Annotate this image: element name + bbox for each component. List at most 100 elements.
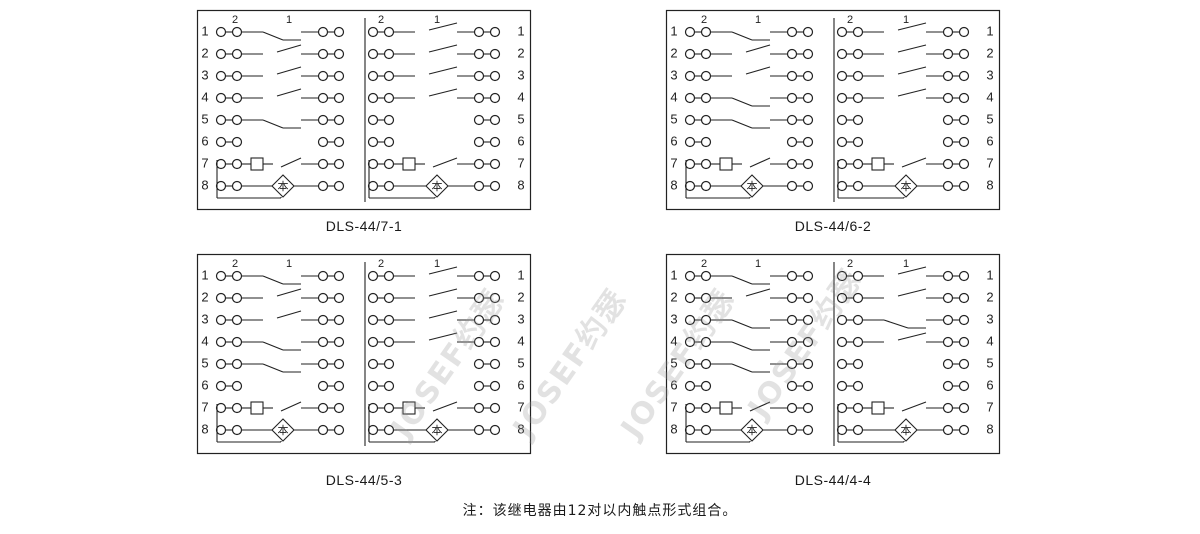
terminal-circle <box>942 358 954 370</box>
terminal-circle <box>684 358 696 370</box>
contact-blade-open <box>745 44 771 53</box>
terminal-circle <box>852 380 864 392</box>
terminal-circle <box>317 114 329 126</box>
terminal-circle <box>215 424 227 436</box>
terminal-circle <box>836 336 848 348</box>
terminal-circle <box>383 114 395 126</box>
terminal-circle <box>333 158 345 170</box>
terminal-circle <box>958 402 970 414</box>
terminal-number: 8 <box>201 421 208 436</box>
group-label-1: 1 <box>903 258 909 270</box>
terminal-number: 2 <box>201 289 208 304</box>
group-label-1: 1 <box>755 258 761 270</box>
terminal-circle <box>684 70 696 82</box>
group-label-1: 1 <box>434 258 440 270</box>
terminal-circle <box>383 358 395 370</box>
coil-diamond <box>740 174 764 198</box>
terminal-circle <box>802 26 814 38</box>
panel-frame <box>665 9 1001 211</box>
terminal-circle <box>942 70 954 82</box>
group-label-2: 2 <box>232 14 238 26</box>
terminal-circle <box>942 136 954 148</box>
group-label-2: 2 <box>701 14 707 26</box>
terminal-circle <box>852 48 864 60</box>
resistor-box <box>402 157 416 171</box>
terminal-circle <box>231 136 243 148</box>
terminal-number: 1 <box>986 267 993 282</box>
terminal-circle <box>958 92 970 104</box>
terminal-circle <box>215 358 227 370</box>
terminal-circle <box>700 336 712 348</box>
terminal-number: 2 <box>670 289 677 304</box>
terminal-circle <box>852 358 864 370</box>
terminal-number: 1 <box>670 23 677 38</box>
terminal-circle <box>333 92 345 104</box>
terminal-circle <box>231 158 243 170</box>
terminal-circle <box>942 314 954 326</box>
contact-blade-closed <box>731 97 753 107</box>
terminal-circle <box>473 92 485 104</box>
terminal-circle <box>852 270 864 282</box>
terminal-circle <box>383 48 395 60</box>
terminal-circle <box>852 136 864 148</box>
terminal-circle <box>802 270 814 282</box>
terminal-circle <box>231 26 243 38</box>
terminal-number: 1 <box>517 23 524 38</box>
terminal-circle <box>473 424 485 436</box>
terminal-circle <box>215 314 227 326</box>
footnote: 注：该继电器由12对以内触点形式组合。 <box>462 503 738 519</box>
terminal-circle <box>786 358 798 370</box>
contact-blade-closed <box>883 319 909 329</box>
contact-blade-open <box>897 44 927 53</box>
terminal-circle <box>684 92 696 104</box>
terminal-number: 2 <box>517 45 524 60</box>
terminal-circle <box>684 292 696 304</box>
coil-diamond <box>271 174 295 198</box>
terminal-circle <box>473 48 485 60</box>
coil-symbol: 本 <box>432 423 443 437</box>
terminal-number: 4 <box>201 89 208 104</box>
terminal-circle <box>231 314 243 326</box>
terminal-number: 4 <box>517 333 524 348</box>
terminal-circle <box>231 270 243 282</box>
terminal-circle <box>786 336 798 348</box>
terminal-number: 1 <box>517 267 524 282</box>
panel-frame <box>665 253 1001 455</box>
terminal-circle <box>958 136 970 148</box>
terminal-circle <box>802 314 814 326</box>
group-label-2: 2 <box>847 258 853 270</box>
terminal-number: 8 <box>517 421 524 436</box>
terminal-circle <box>317 292 329 304</box>
contact-blade-open <box>280 157 302 168</box>
terminal-circle <box>852 180 864 192</box>
terminal-number: 4 <box>986 333 993 348</box>
terminal-circle <box>958 114 970 126</box>
terminal-circle <box>958 270 970 282</box>
terminal-circle <box>383 70 395 82</box>
contact-blade-open <box>897 66 927 75</box>
terminal-circle <box>367 358 379 370</box>
terminal-circle <box>367 314 379 326</box>
contact-blade-open <box>749 401 771 412</box>
terminal-circle <box>700 180 712 192</box>
terminal-circle <box>231 380 243 392</box>
coil-symbol: 本 <box>432 179 443 193</box>
terminal-circle <box>333 336 345 348</box>
coil-diamond <box>425 174 449 198</box>
terminal-circle <box>489 180 501 192</box>
group-label-1: 1 <box>903 14 909 26</box>
terminal-number: 3 <box>517 67 524 82</box>
terminal-circle <box>786 26 798 38</box>
terminal-circle <box>317 336 329 348</box>
terminal-circle <box>852 314 864 326</box>
coil-diamond <box>894 174 918 198</box>
terminal-circle <box>367 48 379 60</box>
terminal-circle <box>958 314 970 326</box>
terminal-circle <box>684 158 696 170</box>
terminal-circle <box>700 270 712 282</box>
terminal-circle <box>333 136 345 148</box>
terminal-circle <box>700 424 712 436</box>
terminal-circle <box>942 114 954 126</box>
